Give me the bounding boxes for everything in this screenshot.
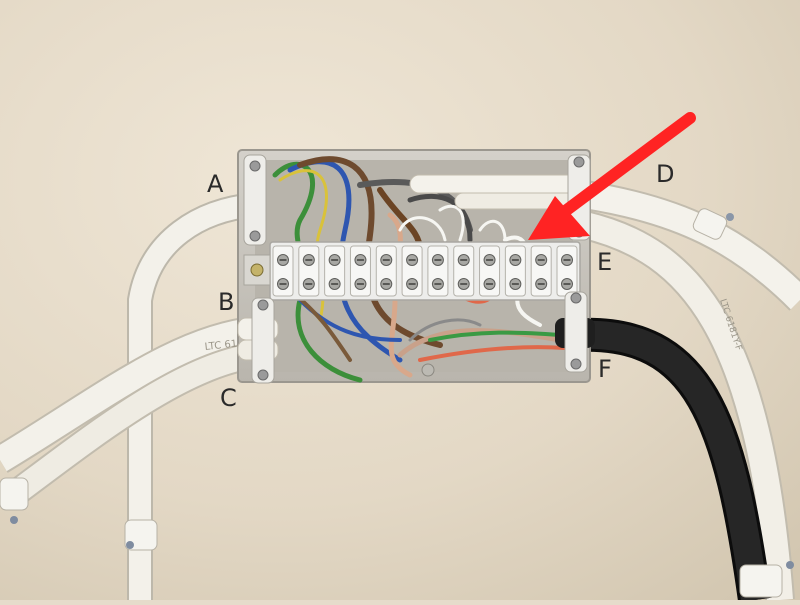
label-d: D [656,160,675,188]
terminal-10 [504,245,526,297]
label-a: A [207,170,224,198]
terminal-7 [427,245,449,297]
terminal-4 [349,245,371,297]
cable-clip-right-top [692,208,734,240]
cable-clip-left-bottom [124,519,158,551]
terminal-2 [298,245,320,297]
label-e: E [597,248,613,276]
label-f: F [598,355,612,383]
terminal-12 [556,245,578,297]
terminal-11 [530,245,552,297]
terminal-6 [401,245,423,297]
cable-a [127,192,257,600]
terminal-9 [479,245,501,297]
terminal-3 [324,245,346,297]
terminal-5 [375,245,397,297]
terminal-8 [453,245,475,297]
box-mount-screw [243,254,271,286]
terminal-strip [269,241,581,301]
cable-f-black [577,317,772,603]
cable-clip-left-edge [0,477,29,524]
label-b: B [218,288,235,316]
cable-clamp-f [564,291,588,373]
cable-clamp-c [251,297,275,384]
cable-c: LTC 6181Y-F [0,315,265,502]
cable-clamp-a [243,154,267,246]
cable-clip-black [739,561,794,598]
red-arrow-icon [528,112,696,240]
box-bottom-screw [421,363,435,377]
label-c: C [220,384,237,412]
terminal-1 [272,245,294,297]
